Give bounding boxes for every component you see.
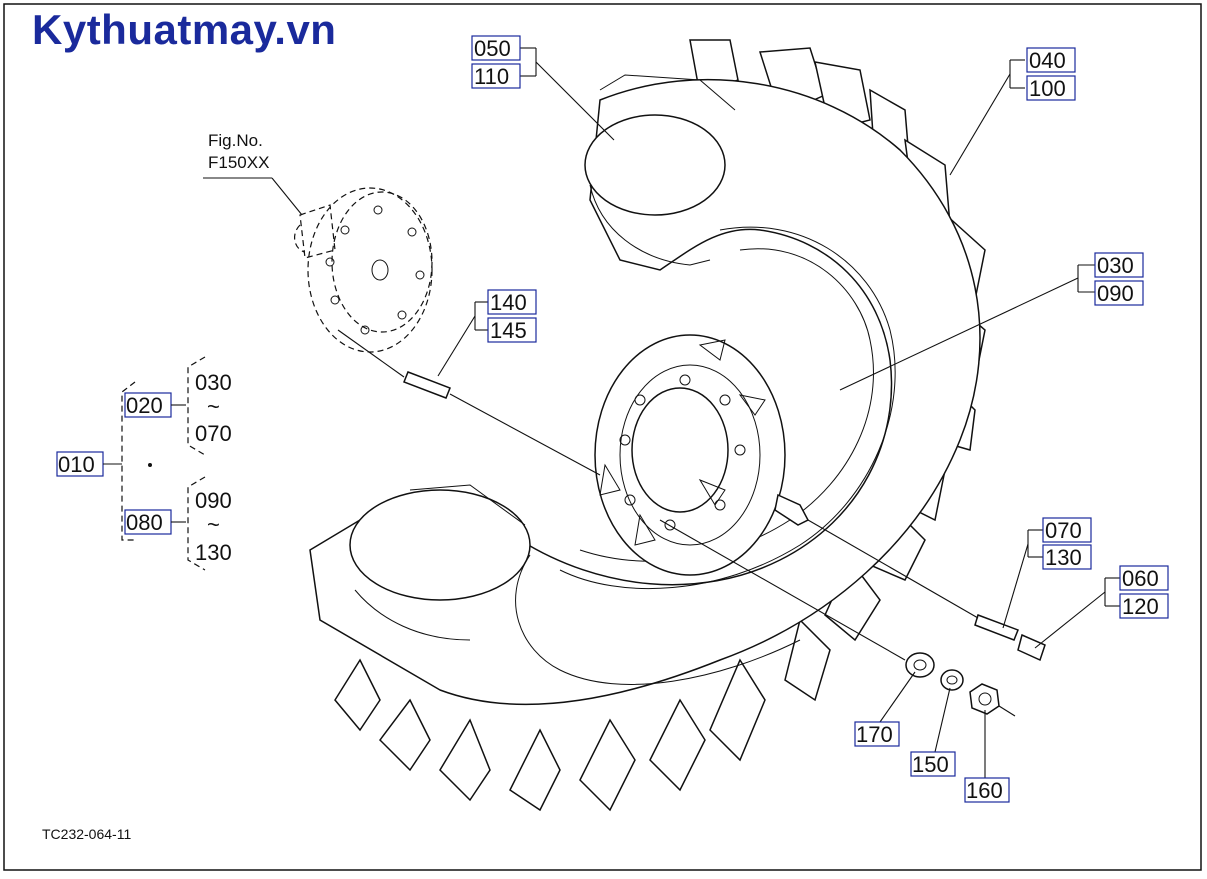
figure-reference: Fig.No. F150XX <box>208 130 269 174</box>
tree-group1-tilde: ~ <box>207 394 220 419</box>
callout-090-text: 090 <box>1097 281 1134 306</box>
callout-145: 145 <box>487 317 537 343</box>
callout-160-text: 160 <box>966 778 1003 803</box>
washer-170 <box>905 652 935 678</box>
tire-cut-lower <box>349 484 531 641</box>
callout-120-text: 120 <box>1122 594 1159 619</box>
diagram-border <box>3 3 1202 871</box>
drawing-code: TC232-064-11 <box>42 826 132 842</box>
callout-040: 040 <box>1026 47 1076 73</box>
callout-160: 160 <box>964 777 1010 803</box>
callout-130: 130 <box>1042 544 1092 570</box>
wheel-rim <box>594 334 786 576</box>
leader-lines <box>203 47 1120 778</box>
valve-core <box>974 614 1019 641</box>
valve-stem <box>774 493 810 526</box>
lock-washer-150 <box>940 669 964 691</box>
figure-reference-label: Fig.No. <box>208 131 263 150</box>
callout-040-text: 040 <box>1029 48 1066 73</box>
callout-060: 060 <box>1119 565 1169 591</box>
nut-160 <box>969 683 1000 715</box>
callout-110-text: 110 <box>474 64 509 89</box>
callout-170: 170 <box>854 721 900 747</box>
callout-145-text: 145 <box>490 318 527 343</box>
hub-flange-reference <box>293 187 433 353</box>
callout-070-text: 070 <box>1045 518 1082 543</box>
callout-070: 070 <box>1042 517 1092 543</box>
callout-050-text: 050 <box>474 36 511 61</box>
callout-140: 140 <box>487 289 537 315</box>
callout-170-text: 170 <box>856 722 893 747</box>
valve-cap <box>1017 633 1046 662</box>
callout-120: 120 <box>1119 593 1169 619</box>
tree-group1-from: 030 <box>195 370 232 395</box>
tire-cut-upper <box>584 74 736 266</box>
site-watermark: Kythuatmay.vn <box>32 6 337 53</box>
callout-090: 090 <box>1094 280 1144 306</box>
assembly-tree: 010 020 030 ~ 070 080 090 ~ 130 <box>56 356 232 571</box>
callout-100-text: 100 <box>1029 76 1066 101</box>
callout-030-text: 030 <box>1097 253 1134 278</box>
callout-110: 110 <box>471 63 521 89</box>
callout-030: 030 <box>1094 252 1144 278</box>
tree-group2-tilde: ~ <box>207 512 220 537</box>
callout-150: 150 <box>910 751 956 777</box>
tree-group2-to: 130 <box>195 540 232 565</box>
tree-dot <box>148 463 152 467</box>
tree-group1-to: 070 <box>195 421 232 446</box>
figure-reference-number: F150XX <box>208 153 270 172</box>
callout-140-text: 140 <box>490 290 527 315</box>
tree-group-020: 020 <box>126 393 163 418</box>
callout-100: 100 <box>1026 75 1076 101</box>
tire-and-rim-drawing <box>309 39 986 812</box>
tree-group2-from: 090 <box>195 488 232 513</box>
callout-130-text: 130 <box>1045 545 1082 570</box>
tree-group-080: 080 <box>126 510 163 535</box>
callout-050: 050 <box>471 35 521 61</box>
wheel-stud <box>403 371 451 399</box>
callout-150-text: 150 <box>912 752 949 777</box>
callout-060-text: 060 <box>1122 566 1159 591</box>
tree-root-010: 010 <box>58 452 95 477</box>
